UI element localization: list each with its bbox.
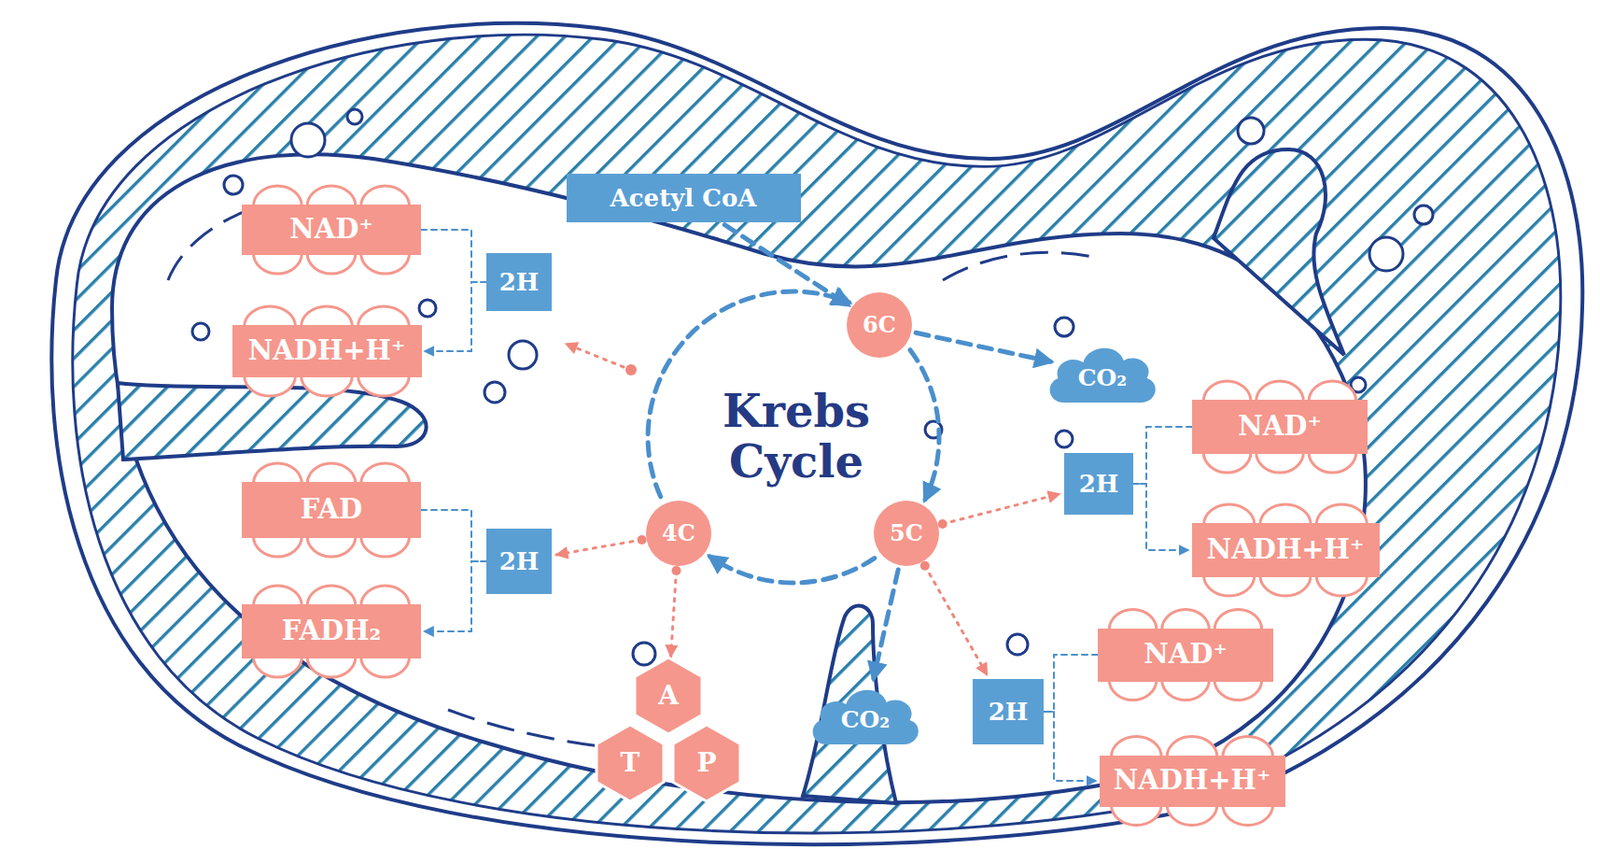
hexagon-outline [596, 724, 664, 801]
connector [873, 569, 899, 678]
connector [1043, 654, 1098, 712]
coenzyme-box: NAD⁺ [1097, 628, 1274, 682]
ribosome [291, 123, 325, 157]
matrix [112, 154, 1366, 802]
node-label: A [658, 681, 679, 711]
node-label: FADH₂ [281, 616, 382, 646]
node-label: 2H [988, 698, 1029, 726]
co2-cloud: CO₂ [807, 676, 924, 752]
hydrogen-box: 2H [972, 678, 1044, 744]
node-label: 5C [889, 520, 924, 546]
ribosome [1055, 430, 1073, 448]
coenzyme-box: NAD⁺ [1192, 399, 1368, 454]
hexagon-outline [673, 724, 741, 801]
node-label: NAD⁺ [289, 214, 373, 245]
node-label: FAD [300, 494, 364, 525]
node-label: 2H [499, 547, 540, 576]
node-label: CO₂ [1078, 364, 1128, 392]
ribosome [1369, 237, 1404, 271]
connector [910, 350, 940, 500]
crista [1213, 149, 1345, 355]
hydrogen-box: 2H [486, 528, 552, 594]
connector [1133, 426, 1193, 484]
node-label: 2H [499, 268, 540, 296]
node-label: Acetyl CoA [610, 184, 758, 212]
coenzyme-box: NAD⁺ [241, 204, 422, 255]
branch-dot [625, 364, 637, 376]
carbon-compound: 6C [846, 292, 913, 358]
atp-hexagon: P [671, 722, 743, 803]
connector [556, 539, 643, 555]
ribosome [1414, 205, 1433, 225]
node-label: 6C [862, 312, 897, 337]
carbon-compound: 4C [645, 500, 712, 566]
ribosome [632, 642, 656, 665]
ribosome [1007, 633, 1028, 655]
ribosome [192, 322, 210, 340]
hydrogen-box: 2H [486, 252, 552, 311]
connector [942, 493, 1060, 524]
node-label: NADH+H⁺ [1113, 765, 1272, 796]
molecule-box: Acetyl CoA [566, 173, 801, 223]
outer-membrane [51, 23, 1583, 844]
node-label: CO₂ [841, 706, 891, 733]
connector [925, 565, 988, 675]
ribosome [224, 175, 243, 195]
connector [671, 570, 677, 657]
node-label: 2H [1079, 470, 1120, 498]
coenzyme-box: NADH+H⁺ [1099, 755, 1286, 807]
connector [423, 561, 487, 632]
intermembrane-space [72, 34, 1561, 833]
connector [421, 229, 487, 282]
ribosome [484, 381, 506, 403]
connectors [421, 224, 1193, 781]
ribosome [508, 340, 537, 369]
connector [1133, 483, 1190, 550]
cloud-outline [813, 689, 919, 744]
node-label: NAD⁺ [1237, 411, 1321, 442]
co2-cloud: CO₂ [1044, 335, 1161, 410]
node-label: NADH+H⁺ [1207, 534, 1365, 565]
connector [424, 281, 488, 351]
node-label: T [620, 748, 641, 778]
carbon-compound: 5C [873, 500, 940, 566]
ribosomes [192, 109, 1433, 665]
ribosome [347, 109, 363, 125]
hydrogen-release-arrow [565, 343, 624, 367]
ribosome [1237, 117, 1264, 144]
coenzyme-box: FAD [241, 481, 422, 538]
node-label: P [696, 748, 716, 778]
hexagon-outline [634, 657, 702, 734]
atp-hexagon: T [594, 722, 666, 803]
node-label: NADH+H⁺ [248, 336, 407, 366]
atp-hexagon: A [632, 655, 704, 736]
node-label: 4C [661, 520, 696, 546]
cloud-outline [1050, 348, 1156, 403]
coenzyme-box: NADH+H⁺ [232, 324, 422, 378]
ribosome [1054, 317, 1074, 337]
connector [421, 509, 487, 562]
connector [915, 332, 1051, 362]
node-label: NAD⁺ [1143, 639, 1227, 670]
connector [1043, 711, 1097, 781]
diagram-title: Krebs Cycle [702, 386, 890, 488]
membrane-dash [168, 196, 1093, 752]
ribosome [419, 299, 436, 317]
coenzyme-box: NADH+H⁺ [1192, 522, 1380, 577]
connector [710, 556, 875, 583]
hydrogen-box: 2H [1064, 452, 1134, 515]
coenzyme-box: FADH₂ [241, 603, 422, 659]
